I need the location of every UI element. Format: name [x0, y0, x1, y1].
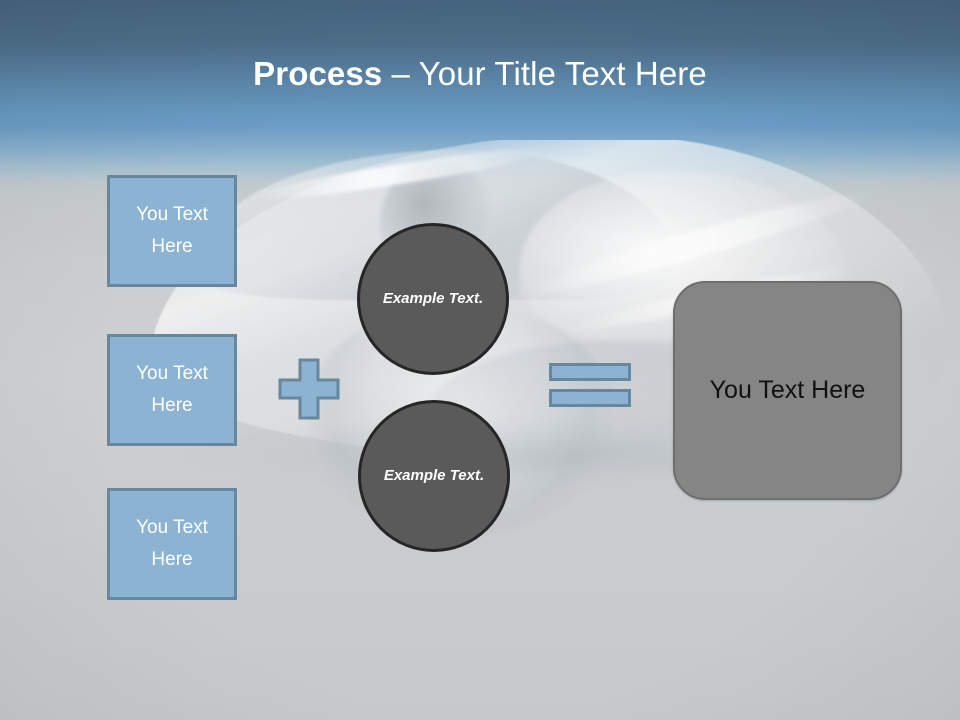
- input-box-3-label: You Text Here: [136, 517, 208, 570]
- process-circle-2[interactable]: Example Text.: [358, 400, 510, 552]
- process-circle-2-label: Example Text.: [383, 467, 485, 484]
- process-circle-1-label: Example Text.: [382, 290, 484, 307]
- input-box-2-label: You Text Here: [136, 363, 208, 416]
- plus-icon[interactable]: [278, 358, 340, 420]
- result-box-label: You Text Here: [709, 376, 866, 404]
- equals-bar-bottom: [549, 389, 631, 407]
- process-circle-1[interactable]: Example Text.: [357, 223, 509, 375]
- equals-icon[interactable]: [549, 363, 631, 407]
- input-box-1[interactable]: You Text Here: [107, 175, 237, 287]
- page-title: Process – Your Title Text Here: [0, 52, 960, 96]
- page-title-bold: Process: [253, 55, 383, 92]
- page-title-rest: – Your Title Text Here: [382, 55, 707, 92]
- input-box-1-label: You Text Here: [136, 204, 208, 257]
- equals-bar-top: [549, 363, 631, 381]
- input-box-3[interactable]: You Text Here: [107, 488, 237, 600]
- result-box[interactable]: You Text Here: [673, 281, 902, 500]
- input-box-2[interactable]: You Text Here: [107, 334, 237, 446]
